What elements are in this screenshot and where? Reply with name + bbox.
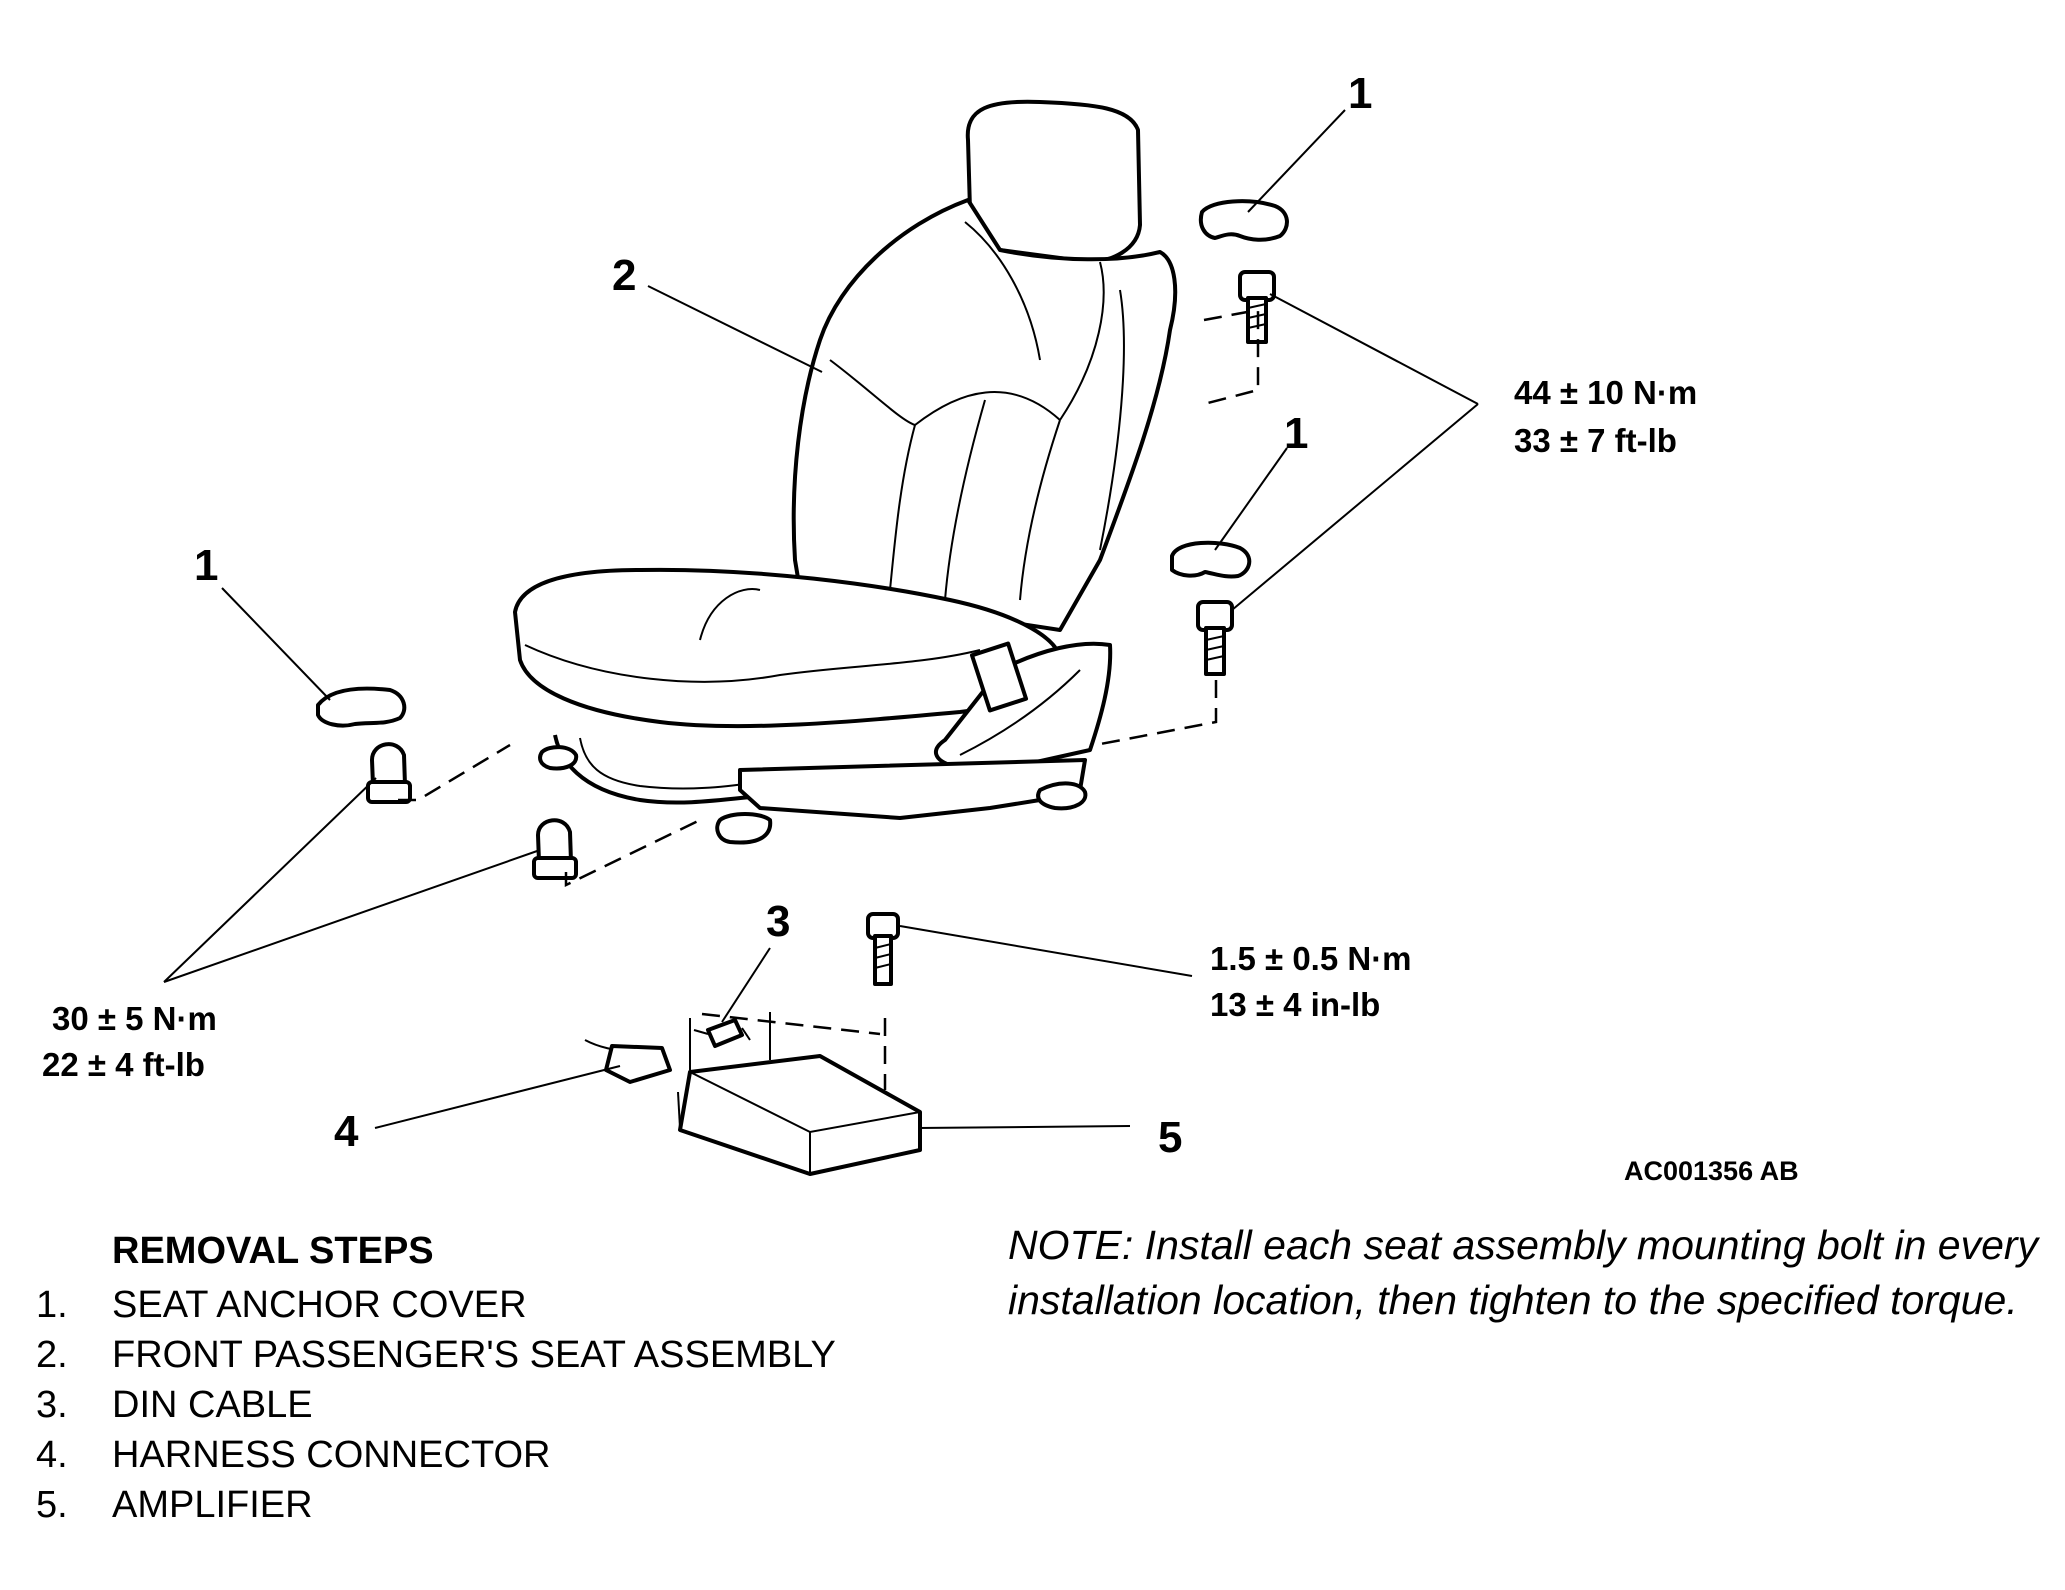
amplifier xyxy=(677,1012,922,1176)
step-label: DIN CABLE xyxy=(112,1384,313,1426)
rear-bolt-upper xyxy=(1238,270,1276,344)
callout-2: 2 xyxy=(612,251,636,300)
step-label: FRONT PASSENGER'S SEAT ASSEMBLY xyxy=(112,1334,836,1376)
step-number: 2. xyxy=(36,1334,68,1376)
step-number: 1. xyxy=(36,1284,68,1326)
step-label: HARNESS CONNECTOR xyxy=(112,1434,551,1476)
front-nut-right xyxy=(532,818,578,880)
anchor-cover-mid xyxy=(1170,540,1252,579)
seat-base xyxy=(738,758,1087,820)
torque-front-imperial: 22 ± 4 ft-lb xyxy=(42,1046,205,1083)
removal-steps: REMOVAL STEPS 1. SEAT ANCHOR COVER 2. FR… xyxy=(36,1228,976,1530)
callout-4: 4 xyxy=(334,1107,359,1156)
harness-connector xyxy=(584,1039,672,1084)
callout-1-left: 1 xyxy=(194,541,218,590)
torque-amp-imperial: 13 ± 4 in-lb xyxy=(1210,986,1380,1023)
callout-5: 5 xyxy=(1158,1113,1182,1162)
seatbelt-buckle xyxy=(969,641,1029,713)
seat-exploded-diagram: 1 1 1 2 3 4 5 44 ± 10 N·m 33 ± 7 ft-lb 3… xyxy=(42,69,1799,1186)
anchor-cover-left xyxy=(316,686,407,728)
removal-steps-heading: REMOVAL STEPS xyxy=(112,1230,434,1272)
removal-step: 4. HARNESS CONNECTOR xyxy=(36,1430,976,1480)
seat-rail-left xyxy=(553,734,761,805)
torque-rear-imperial: 33 ± 7 ft-lb xyxy=(1514,422,1677,459)
removal-step: 1. SEAT ANCHOR COVER xyxy=(36,1280,976,1330)
side-shield xyxy=(934,641,1113,775)
step-label: AMPLIFIER xyxy=(112,1484,313,1526)
installation-note: NOTE: Install each seat assembly mountin… xyxy=(1008,1222,2039,1323)
callout-1-mid: 1 xyxy=(1284,409,1308,458)
torque-amp-metric: 1.5 ± 0.5 N·m xyxy=(1210,940,1412,977)
step-number: 4. xyxy=(36,1434,68,1476)
step-label: SEAT ANCHOR COVER xyxy=(112,1284,527,1326)
removal-step: 5. AMPLIFIER xyxy=(36,1480,976,1530)
anchor-cover-top xyxy=(1198,199,1289,242)
figure-id: AC001356 AB xyxy=(1624,1156,1799,1186)
front-nut-left xyxy=(366,742,412,804)
torque-rear-metric: 44 ± 10 N·m xyxy=(1514,374,1697,411)
step-number: 3. xyxy=(36,1384,68,1426)
step-number: 5. xyxy=(36,1484,68,1526)
callout-1-top: 1 xyxy=(1348,69,1372,118)
seat-assembly xyxy=(513,99,1178,845)
removal-step: 3. DIN CABLE xyxy=(36,1380,976,1430)
callout-3: 3 xyxy=(766,897,790,946)
amplifier-bolt xyxy=(866,912,900,986)
seat-backrest xyxy=(791,198,1178,632)
removal-step: 2. FRONT PASSENGER'S SEAT ASSEMBLY xyxy=(36,1330,976,1380)
torque-front-metric: 30 ± 5 N·m xyxy=(52,1000,217,1037)
din-cable xyxy=(693,1018,751,1048)
rear-bolt-lower xyxy=(1196,600,1234,676)
